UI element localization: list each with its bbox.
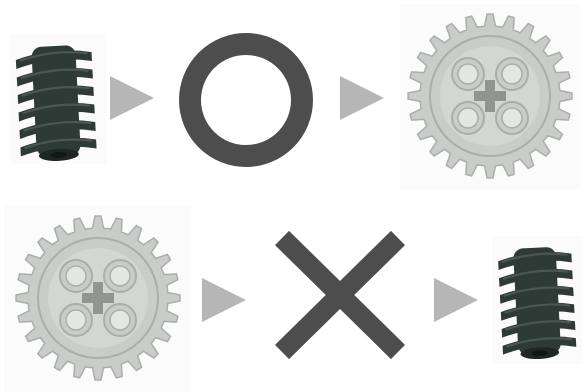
right-arrow-icon: [340, 76, 384, 120]
spur-gear-icon: [12, 212, 184, 384]
spur-gear-icon: [404, 10, 576, 182]
cross-symbol-icon: [270, 228, 410, 362]
circle-symbol-icon: [176, 30, 316, 170]
right-arrow-icon: [434, 278, 478, 322]
worm-gear-icon: [14, 38, 98, 162]
right-arrow-icon: [202, 278, 246, 322]
right-arrow-icon: [110, 76, 154, 120]
worm-gear-icon: [496, 240, 578, 360]
